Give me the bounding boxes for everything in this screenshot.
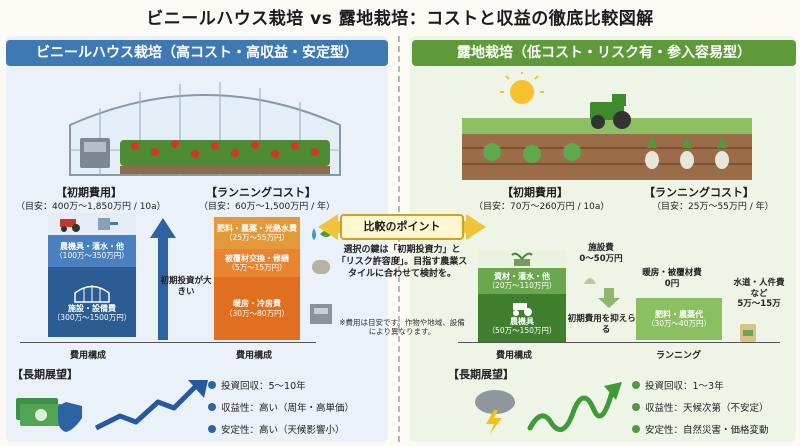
of-facility-icons: [584, 278, 620, 308]
of-water-cost: 水道・人件費など 5万～15万: [730, 278, 788, 310]
of-fertilizer-label: 肥料・農薬代: [655, 309, 703, 319]
film-roll-icon: [312, 260, 330, 274]
tractor-icon: [513, 302, 532, 316]
gh-running-axis-line: [206, 342, 316, 343]
seed-icon: [584, 278, 596, 284]
bullet-icon: [632, 425, 640, 433]
bullet-icon: [632, 403, 640, 411]
gh-initial-sub: （目安：400万～1,850万円 / 10a）: [16, 202, 166, 212]
gh-heating-box: 暖房・冷房費 （30万～80万円）: [214, 277, 300, 340]
gh-up-arrow-icon: [150, 218, 176, 340]
of-heating-sub: 0円: [664, 278, 680, 289]
of-running-axis-line: [630, 342, 780, 343]
of-initial-axis-line: [458, 342, 668, 343]
of-running-axis-label: ランニング: [656, 351, 702, 361]
gh-fertilizer-label: 肥料・農薬・光熱水費: [217, 223, 297, 233]
gh-running-axis-label: 費用構成: [236, 351, 273, 361]
open-field-header: 露地栽培（低コスト・リスク有・参入容易型）: [412, 40, 796, 66]
gh-equipment-box: 農機具・灌水・他 （100万～350万円）: [48, 235, 136, 267]
gh-longterm-heading: 【長期展望】: [12, 368, 78, 381]
bullet-icon: [208, 403, 216, 411]
gh-heating-sub: （30万～80万円）: [224, 308, 290, 318]
of-machinery-box: 農機具 （50万～150万円）: [478, 294, 566, 342]
of-initial-axis-label: 費用構成: [496, 351, 533, 361]
down-arrow-icon: [598, 288, 620, 308]
of-fertilizer-sub: （30万～40万円）: [646, 319, 712, 329]
gh-longterm-list: 投資回収：5～10年 収益性：高い（周年・高単価） 安定性：高い（天候影響小）: [208, 378, 354, 436]
gh-longterm-item: 投資回収：5～10年: [208, 378, 354, 392]
of-heating-cost: 暖房・被覆材費 0円: [634, 268, 710, 289]
gh-initial-heading: 【初期費用】: [56, 186, 122, 199]
of-volatile-chart-icon: [527, 382, 622, 433]
of-supplies-sub: （20万～110万円）: [487, 281, 557, 291]
of-initial-sub: （目安：70万～260万円 / 10a）: [474, 202, 610, 212]
bullet-icon: [208, 381, 216, 389]
of-supplies-box: 資材・灌水・他 （20万～110万円）: [478, 268, 566, 294]
money-shield-icon: [16, 398, 82, 432]
gh-fertilizer-box: 肥料・農薬・光熱水費 （25万～55万円）: [214, 217, 300, 249]
storm-cloud-icon: [475, 390, 515, 434]
sprout-icon: [511, 252, 533, 266]
gh-equipment-sub: （100万～350万円）: [55, 251, 129, 261]
gh-heating-label: 暖房・冷房費: [233, 299, 281, 309]
open-field-illustration: [462, 72, 752, 180]
gh-tractor-icon-row: [48, 213, 136, 235]
gh-cover-sub: （5万～15万円）: [227, 263, 287, 273]
bullet-icon: [632, 381, 640, 389]
of-longterm-item: 投資回収：1～3年: [632, 378, 769, 392]
greenhouse-illustration: [69, 82, 341, 176]
gh-initial-axis-line: [20, 342, 230, 343]
of-longterm-item: 安定性：自然災害・価格変動: [632, 422, 769, 436]
of-running-heading: 【ランニングコスト】: [644, 186, 754, 199]
tractor-icon: [60, 218, 118, 232]
of-running-sub: （目安：25万～55万円 / 年）: [652, 202, 774, 212]
of-water-label: 水道・人件費など: [733, 278, 785, 299]
greenhouse-header: ビニールハウス栽培（高コスト・高収益・安定型）: [6, 40, 388, 66]
of-facility-sub: 0～50万円: [579, 253, 623, 264]
of-supplies-icon-row: [478, 250, 566, 268]
fertilizer-bag-icon: [740, 324, 756, 342]
gh-running-heading: 【ランニングコスト】: [206, 186, 316, 199]
cost-note: ※費用は目安です。作物や地域、設備により異なります。: [339, 318, 465, 337]
gh-facility-label: 施設・設備費: [68, 303, 116, 313]
of-supplies-label: 資材・灌水・他: [494, 271, 550, 281]
of-fertilizer-box: 肥料・農薬代 （30万～40万円）: [636, 298, 722, 340]
comparison-point-text: 選択の鍵は「初期投資力」と「リスク許容度」。目指す農業スタイルに合わせて検討を。: [336, 245, 468, 280]
gh-facility-sub: （300万～1500万円）: [52, 313, 132, 323]
gh-equipment-label: 農機具・灌水・他: [60, 241, 124, 251]
of-longterm-list: 投資回収：1～3年 収益性：天候次第（不安定） 安定性：自然災害・価格変動: [632, 378, 769, 436]
of-facility-cost: 施設費 0～50万円: [576, 243, 626, 264]
gh-initial-arrow-label: 初期投資が大きい: [160, 276, 212, 297]
page-title: ビニールハウス栽培 vs 露地栽培：コストと収益の徹底比較図解: [146, 9, 654, 29]
of-water-sub: 5万～15万: [737, 299, 781, 310]
gh-fertilizer-sub: （25万～55万円）: [224, 233, 290, 243]
gh-cover-box: 被覆材交換・修繕 （5万～15万円）: [214, 249, 300, 277]
of-initial-heading: 【初期費用】: [502, 186, 568, 199]
of-heating-label: 暖房・被覆材費: [642, 268, 702, 278]
gh-longterm-item: 収益性：高い（周年・高単価）: [208, 400, 354, 414]
water-drop-icon: [312, 228, 316, 240]
bullet-icon: [208, 425, 216, 433]
comparison-point-title: 比較のポイント: [340, 214, 464, 240]
gh-facility-box: 施設・設備費 （300万～1500万円）: [48, 267, 136, 337]
gh-growth-chart-icon: [94, 380, 208, 431]
of-machinery-label: 農機具: [510, 316, 534, 326]
of-machinery-sub: （50万～150万円）: [487, 326, 557, 336]
of-longterm-item: 収益性：天候次第（不安定）: [632, 400, 769, 414]
greenhouse-icon: [74, 284, 110, 303]
gh-initial-axis-label: 費用構成: [70, 351, 107, 361]
of-longterm-heading: 【長期展望】: [448, 368, 514, 381]
gh-running-sub: （目安：60万～1,500万円 / 年）: [199, 202, 335, 212]
of-initial-arrow-label: 初期費用を抑えられる: [567, 314, 645, 335]
gh-longterm-item: 安定性：高い（天候影響小）: [208, 422, 354, 436]
gh-cover-label: 被覆材交換・修繕: [225, 253, 289, 263]
of-facility-label: 施設費: [588, 243, 614, 253]
